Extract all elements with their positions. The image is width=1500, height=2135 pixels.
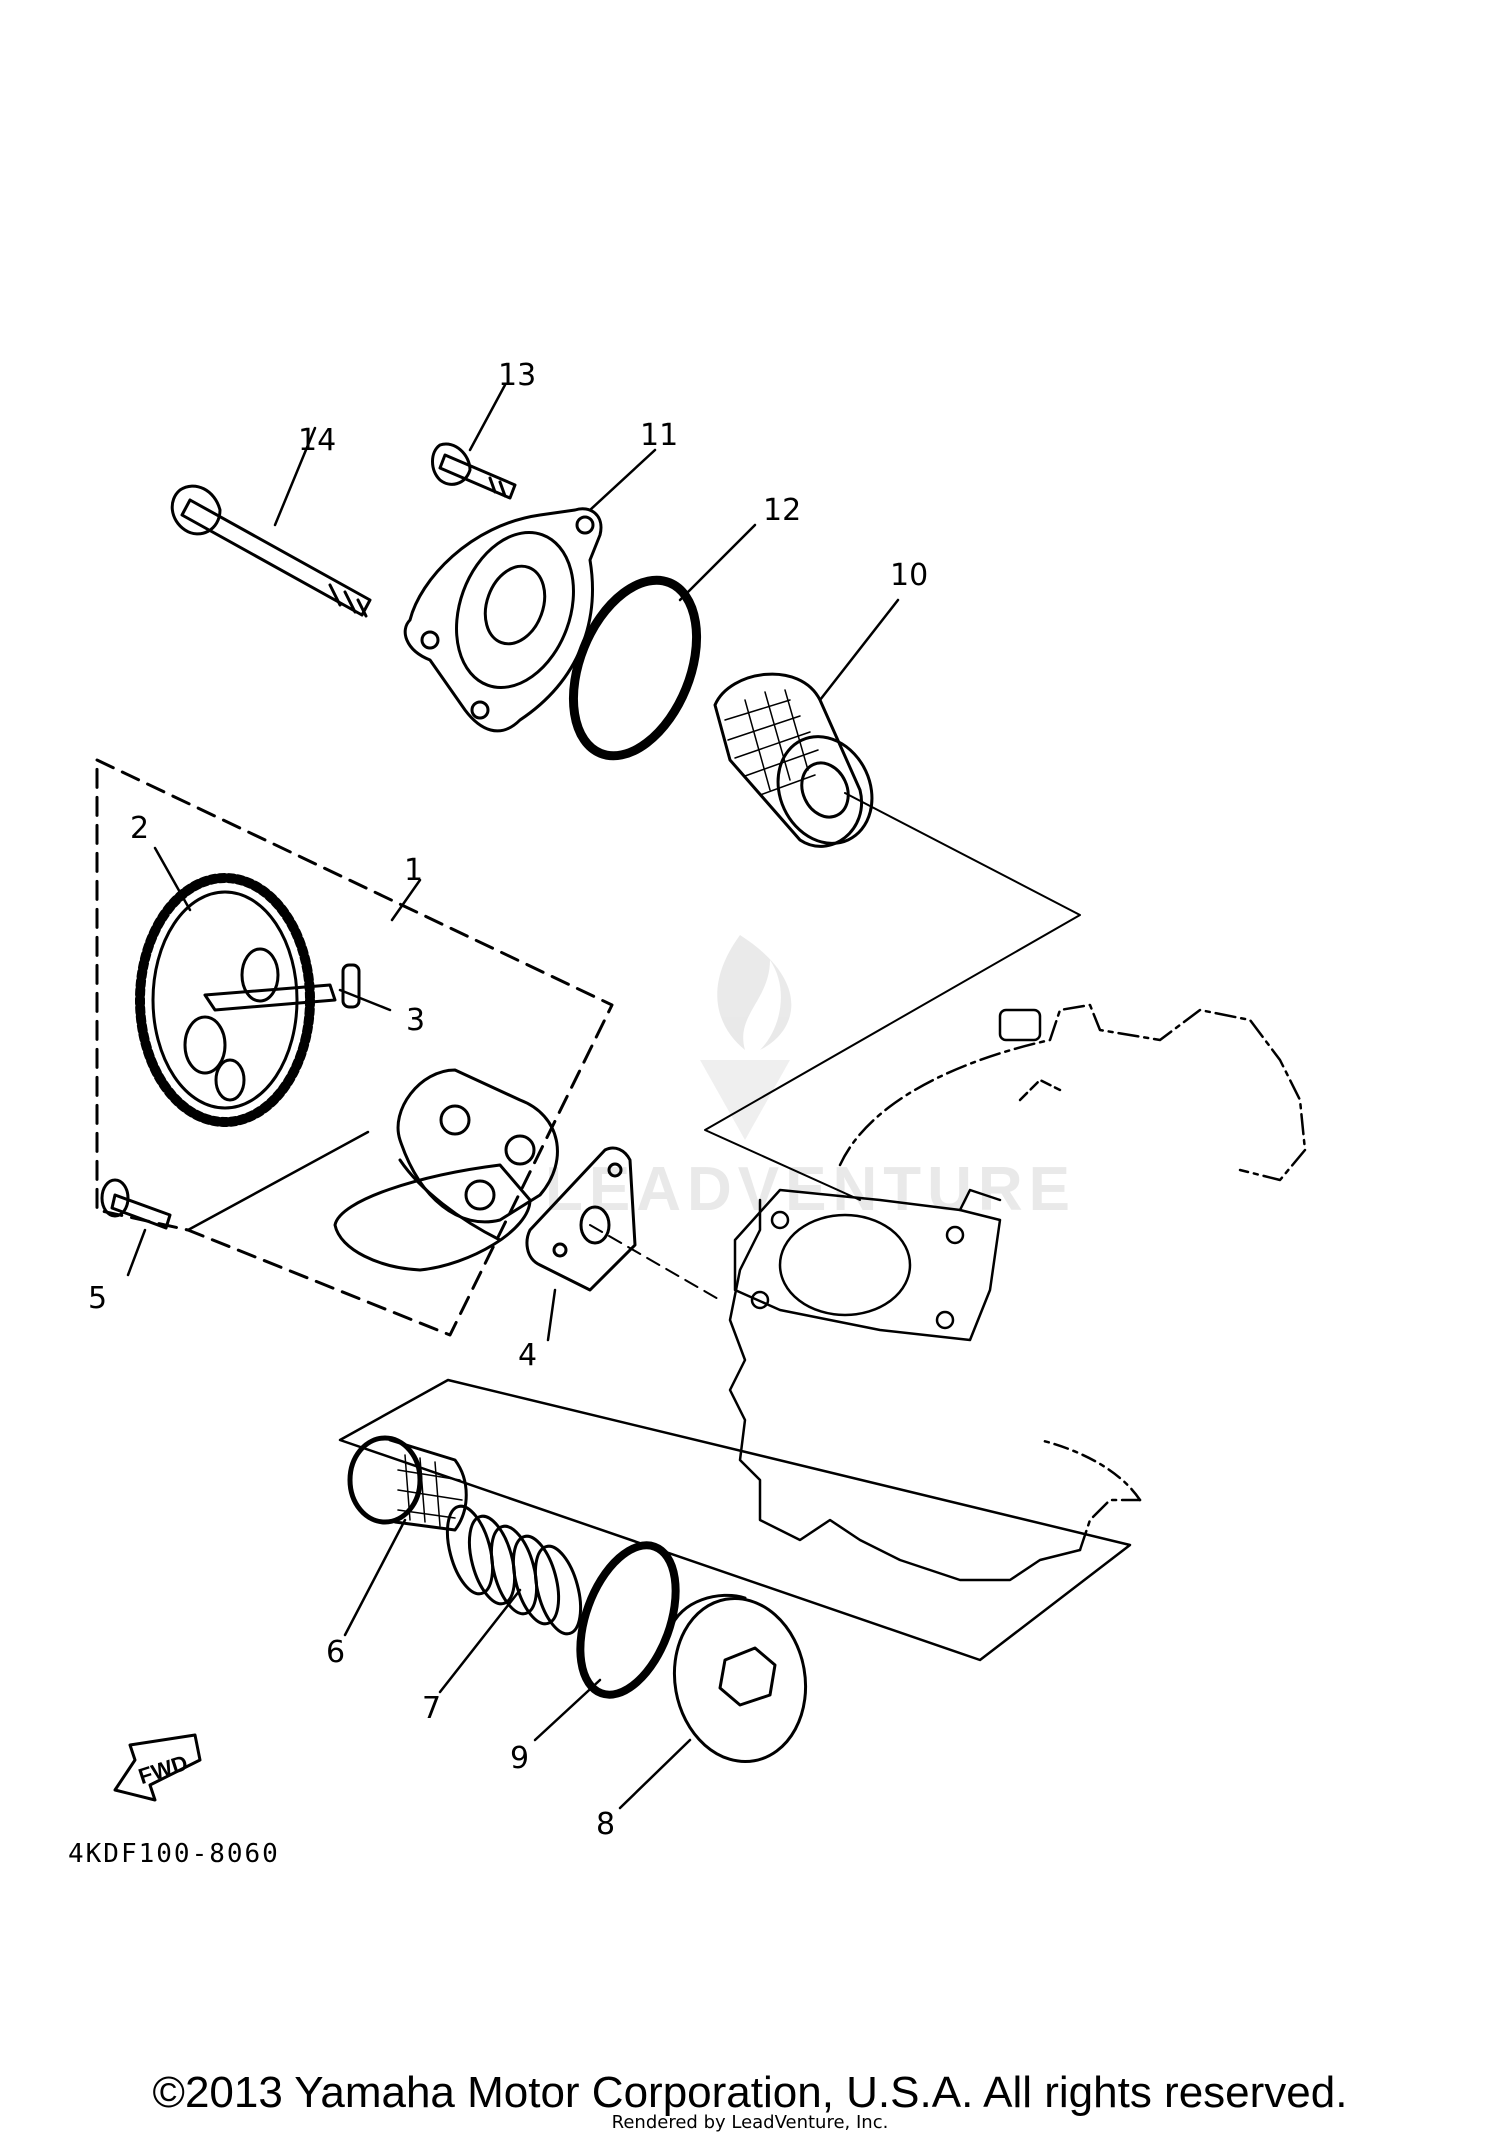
fwd-label: FWD — [135, 1750, 190, 1789]
part-3-pin — [341, 963, 361, 1009]
part-labels: 1 2 3 4 5 6 7 8 9 10 11 12 13 14 — [88, 358, 928, 1842]
label-6: 6 — [326, 1635, 345, 1670]
strainer-group-line — [338, 1378, 1132, 1662]
label-13: 13 — [498, 358, 536, 393]
pump-assembly-boundary — [95, 758, 614, 1337]
part-13-bolt — [431, 442, 517, 500]
filter-guide-line — [704, 792, 1081, 1201]
label-5: 5 — [88, 1281, 107, 1316]
label-12: 12 — [763, 493, 801, 528]
label-8: 8 — [596, 1807, 615, 1842]
leader-lines — [126, 383, 900, 1810]
part-12-o-ring — [568, 575, 702, 761]
watermark-text: LEADVENTURE — [545, 1155, 1076, 1224]
rendered-by-notice: Rendered by LeadVenture, Inc. — [611, 2112, 889, 2133]
part-6-strainer — [347, 1435, 468, 1532]
part-9-o-ring — [576, 1541, 680, 1699]
oil-pump-body — [333, 1068, 559, 1272]
engine-case-outline — [728, 1003, 1307, 1582]
label-1: 1 — [404, 853, 423, 888]
label-11: 11 — [640, 418, 678, 453]
part-7-spring — [445, 1504, 583, 1636]
copyright-notice: ©2013 Yamaha Motor Corporation, U.S.A. A… — [152, 2068, 1348, 2117]
part-2-pump-gear — [135, 873, 337, 1127]
part-14-long-bolt — [170, 484, 372, 618]
part-10-oil-filter — [713, 672, 874, 848]
label-14: 14 — [298, 423, 336, 458]
leadventure-watermark: LEADVENTURE — [545, 935, 1076, 1224]
label-3: 3 — [406, 1003, 425, 1038]
part-8-drain-plug — [668, 1593, 808, 1764]
part-11-filter-cover — [403, 507, 603, 733]
part-4-gasket — [525, 1146, 637, 1292]
label-4: 4 — [518, 1338, 537, 1373]
label-7: 7 — [422, 1691, 441, 1726]
fwd-arrow-icon — [113, 1733, 202, 1802]
part-5-screw — [100, 1178, 172, 1230]
diagram-code: 4KDF100-8060 — [68, 1839, 280, 1869]
label-2: 2 — [130, 811, 149, 846]
label-9: 9 — [510, 1741, 529, 1776]
label-10: 10 — [890, 558, 928, 593]
